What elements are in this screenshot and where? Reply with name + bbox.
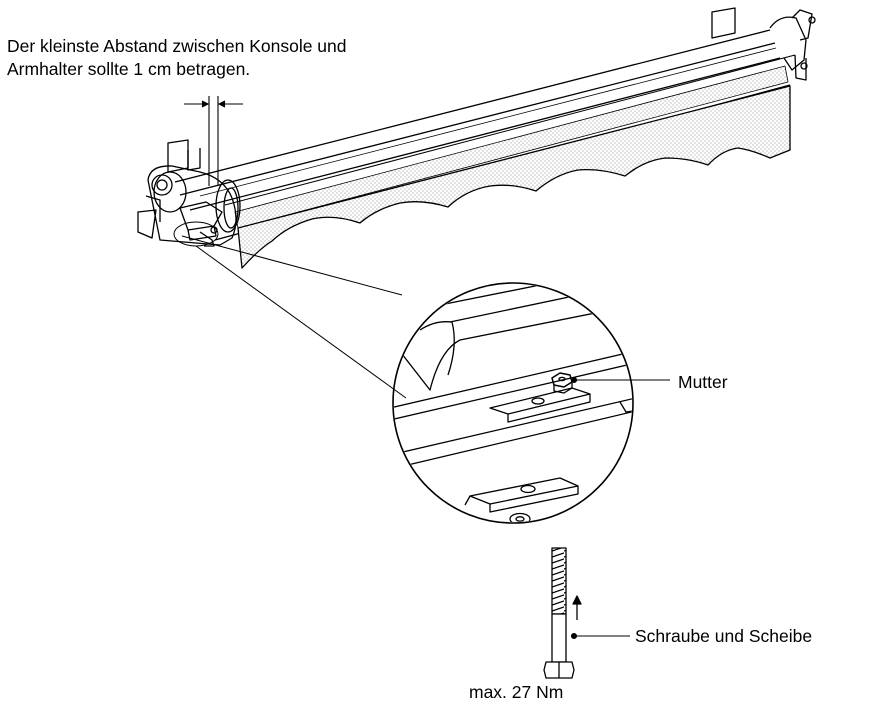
- bracket-right-top: [711, 7, 736, 39]
- left-end-clamp: [137, 209, 157, 239]
- detail-hex-nut-side: [553, 382, 573, 394]
- nut-label: Mutter: [678, 372, 728, 392]
- detail-leader-lower: [195, 245, 407, 399]
- cassette-tube-upper: [179, 42, 776, 196]
- left-tube-end-inner: [223, 187, 239, 229]
- valance-fabric: [237, 85, 791, 269]
- detail-circle: [392, 282, 634, 524]
- console-bracket: [199, 231, 215, 247]
- detail-nut-hole: [558, 376, 566, 382]
- cassette-stripe: [199, 47, 777, 197]
- detail-washer-hole: [515, 516, 525, 522]
- leader-bolt-dot: [570, 632, 578, 640]
- detail-source-ring: [173, 221, 219, 247]
- left-end-hub-outer: [151, 174, 173, 196]
- detail-rail-2: [394, 361, 632, 421]
- arm-holder-plate: [179, 201, 223, 231]
- detail-rail-1: [394, 349, 632, 409]
- cassette-tube-middle: [189, 57, 781, 211]
- bracket-left-middle: [187, 148, 201, 171]
- right-end-bolt-bottom: [800, 62, 808, 70]
- right-end-cap: [769, 16, 807, 71]
- left-tube-end: [215, 179, 241, 233]
- gap-dimension: [184, 96, 243, 186]
- detail-view: [392, 282, 634, 524]
- bolt-up-arrow-head: [572, 595, 582, 605]
- bolt-plain-shaft: [551, 613, 567, 663]
- detail-washer: [509, 512, 531, 522]
- detail-lower-plate-side: [489, 486, 579, 513]
- leader-nut-dot: [570, 376, 578, 384]
- detail-plate-gap: [464, 495, 471, 506]
- detail-lower-hole: [520, 484, 536, 494]
- right-end-bracket: [791, 9, 813, 41]
- detail-leader-upper: [181, 235, 403, 296]
- left-end-cap: [147, 165, 237, 246]
- left-end-hub: [156, 179, 168, 191]
- detail-upper-hole: [531, 397, 545, 405]
- right-end-bolt-top: [808, 16, 816, 24]
- awning-cassette: [137, 7, 816, 269]
- detail-rail-4: [394, 409, 632, 469]
- bolt-threaded-shaft: [551, 547, 567, 615]
- detail-upper-plate: [489, 387, 591, 415]
- torque-label: max. 27 Nm: [469, 682, 564, 702]
- note-text-line-1: Der kleinste Abstand zwischen Konsole un…: [7, 36, 347, 56]
- bolt: [543, 547, 582, 679]
- bolt-washer-label: Schraube und Scheibe: [635, 626, 813, 646]
- note-text-line-2: Armhalter sollte 1 cm betragen.: [7, 59, 251, 79]
- cassette-front-edge: [224, 54, 796, 206]
- detail-notch: [619, 401, 632, 413]
- detail-lower-plate: [469, 477, 579, 505]
- detail-tube-line: [449, 284, 632, 323]
- detail-upper-plate-side: [507, 394, 591, 423]
- detail-rail-3: [394, 396, 632, 456]
- arm-holder-plate-edge: [187, 225, 217, 241]
- left-end-clamp-2: [145, 195, 161, 222]
- cassette-tube-top: [174, 29, 771, 183]
